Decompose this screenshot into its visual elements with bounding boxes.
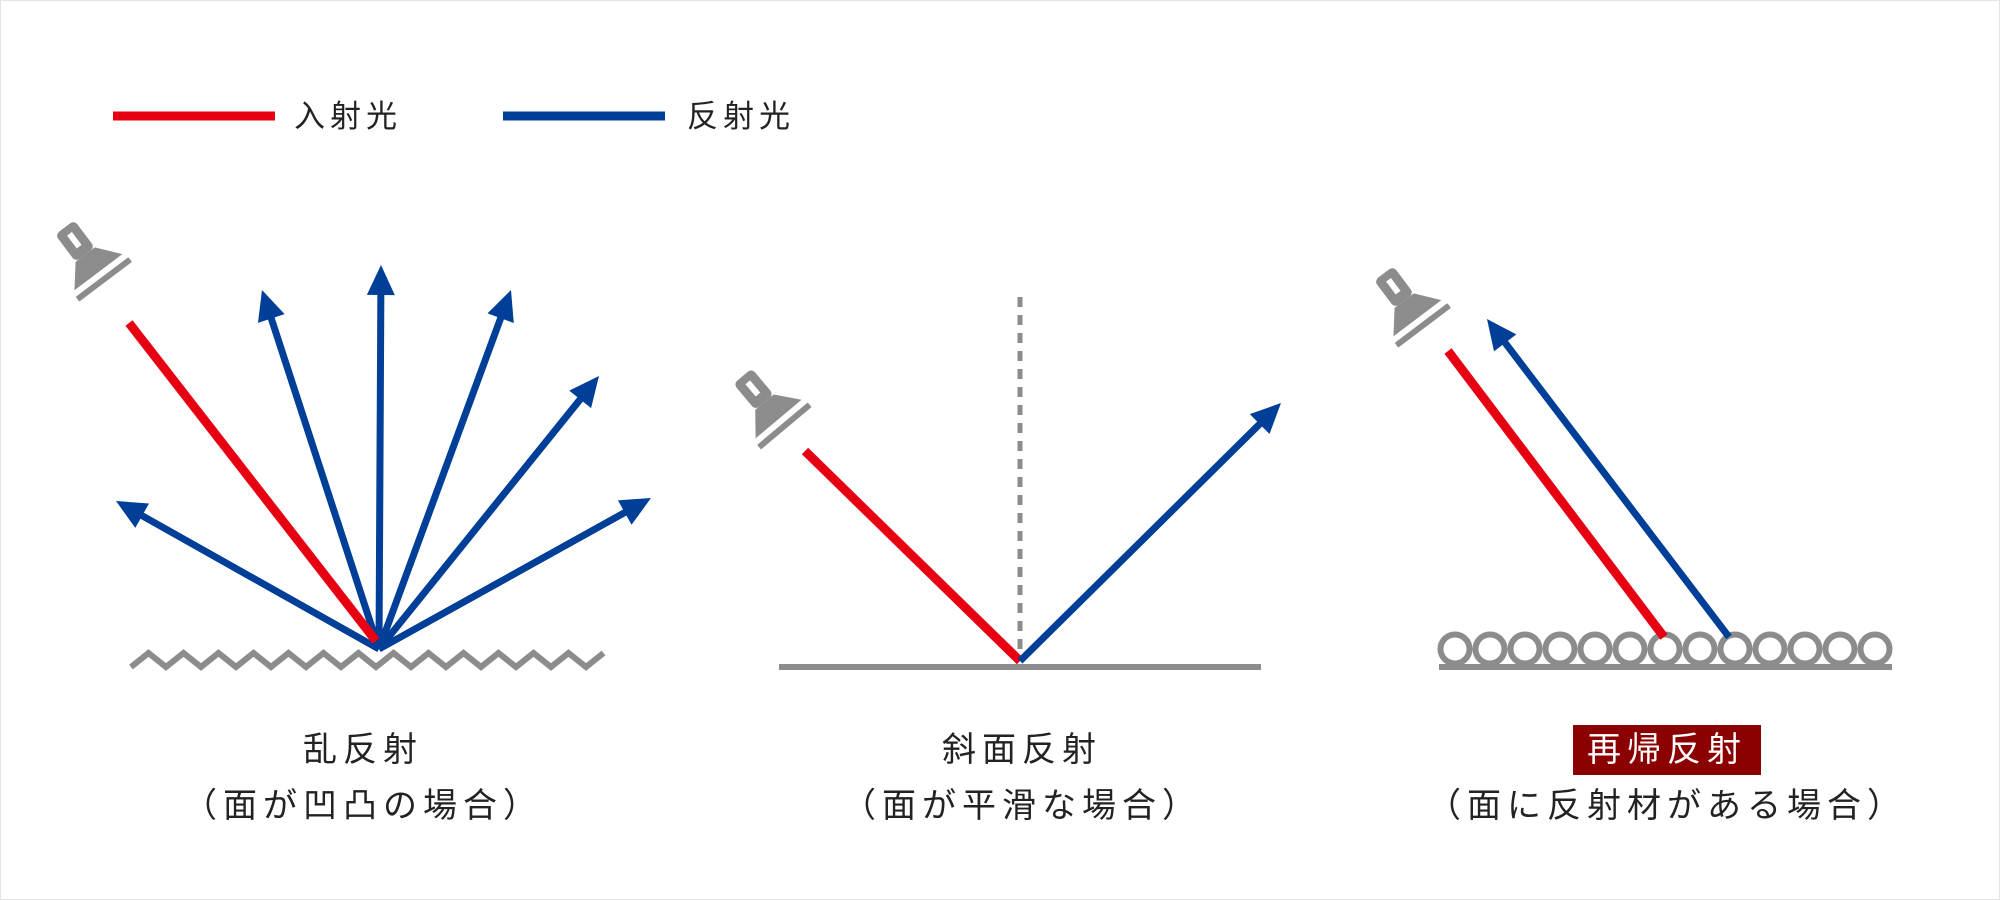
reflected-ray xyxy=(266,313,383,651)
title-highlight xyxy=(1573,725,1761,775)
reflected-ray xyxy=(375,290,385,650)
reflected-rays xyxy=(1487,319,1732,640)
reflected-ray xyxy=(1017,418,1265,664)
panel-specular: 斜面反射 （面が平滑な場合） xyxy=(717,297,1281,826)
panel-retroreflection: 再帰反射 （面に反射材がある場合） xyxy=(1357,253,1907,826)
panel-subtitle: （面が平滑な場合） xyxy=(842,786,1202,826)
panel-title: 斜面反射 xyxy=(942,730,1102,770)
glass-bead xyxy=(1857,631,1893,667)
glass-bead xyxy=(1437,631,1473,667)
reflected-rays xyxy=(116,265,651,653)
flashlight-icon xyxy=(717,354,812,450)
glass-bead xyxy=(1542,631,1578,667)
panel-title: 乱反射 xyxy=(303,730,423,770)
reflected-rays xyxy=(1017,403,1281,664)
incident-ray xyxy=(801,447,1024,665)
glass-bead xyxy=(1472,631,1508,667)
glass-bead xyxy=(1682,631,1718,667)
flashlight-icon xyxy=(1357,253,1451,348)
glass-bead xyxy=(1647,631,1683,667)
panel-diffuse: 乱反射 （面が凹凸の場合） xyxy=(38,207,651,826)
glass-beads xyxy=(1437,631,1893,667)
glass-bead xyxy=(1507,631,1543,667)
zigzag-surface xyxy=(129,649,606,671)
arrowhead xyxy=(257,290,285,323)
legend-reflected-label: 反射光 xyxy=(687,99,795,135)
glass-bead xyxy=(1787,631,1823,667)
reflected-ray xyxy=(136,510,381,653)
arrowhead xyxy=(116,501,150,528)
arrowhead xyxy=(1249,403,1281,435)
arrowhead xyxy=(1487,319,1517,352)
reflected-ray xyxy=(375,313,506,651)
legend: 入射光 反射光 xyxy=(113,99,795,135)
arrowhead xyxy=(617,498,651,525)
reflected-ray xyxy=(1499,337,1732,640)
glass-bead xyxy=(1822,631,1858,667)
glass-bead xyxy=(1612,631,1648,667)
flashlight-icon xyxy=(38,207,132,302)
panel-title: 再帰反射 xyxy=(1587,730,1747,770)
arrowhead xyxy=(366,265,395,296)
panel-subtitle: （面が凹凸の場合） xyxy=(183,786,543,826)
incident-ray xyxy=(1444,348,1668,640)
glass-bead xyxy=(1577,631,1613,667)
panel-subtitle: （面に反射材がある場合） xyxy=(1427,786,1907,826)
glass-bead xyxy=(1717,631,1753,667)
arrowhead xyxy=(569,376,599,409)
arrowhead xyxy=(487,290,514,323)
legend-incident-label: 入射光 xyxy=(294,99,402,135)
glass-bead xyxy=(1752,631,1788,667)
reflected-ray xyxy=(377,507,630,653)
reflected-ray xyxy=(376,394,586,652)
incident-ray xyxy=(125,320,380,644)
